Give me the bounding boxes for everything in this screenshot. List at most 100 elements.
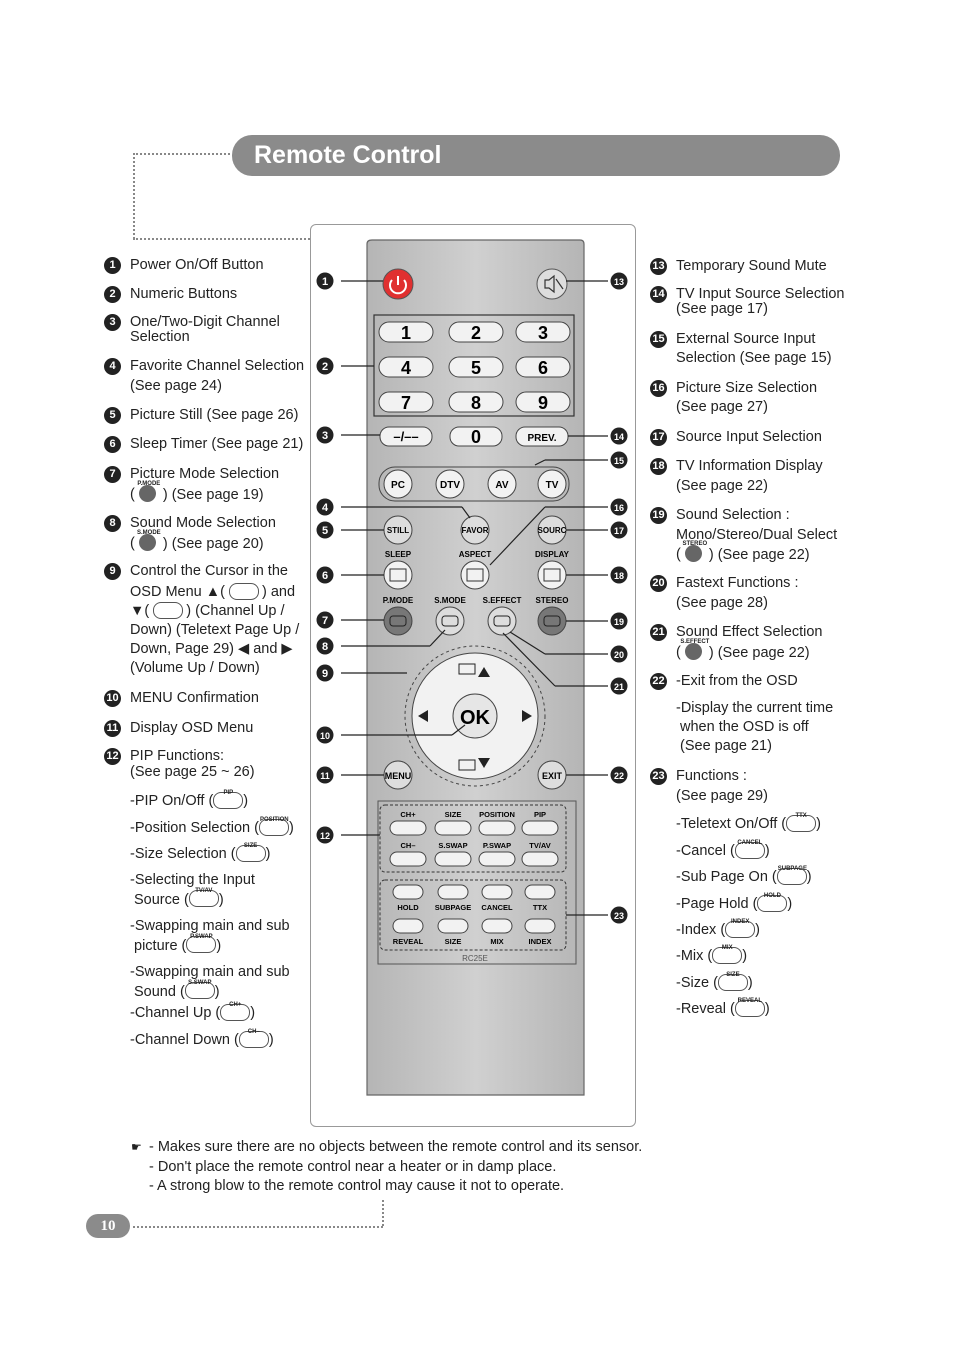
note-line: - A strong blow to the remote control ma… [149, 1178, 565, 1194]
button-caption: STEREO [536, 596, 569, 605]
number-badge: 7 [104, 466, 121, 483]
description-line: -Position Selection (POSITION) [130, 817, 294, 839]
mini-button-caption: TTX [795, 812, 807, 819]
description-line: ( S.EFFECT) (See page 22) [676, 639, 810, 663]
pip-button[interactable] [478, 851, 516, 867]
number-label: 3 [538, 323, 548, 343]
description-text: -Swapping main and sub [130, 964, 290, 980]
source-tv-button[interactable] [537, 469, 567, 499]
description-text: ) (Channel Up / [186, 603, 285, 619]
description-text: ) [742, 948, 748, 964]
callout-label: 2 [322, 361, 328, 373]
callout-label: 17 [614, 526, 624, 536]
pip-caption: CH+ [400, 810, 416, 819]
description-text: ) [806, 869, 812, 885]
callout-label: 1 [322, 276, 328, 288]
source-av-button[interactable] [487, 469, 517, 499]
description-text: External Source Input [676, 331, 816, 347]
teletext-button[interactable] [481, 884, 513, 900]
description-text: (See page 21) [680, 738, 772, 754]
mini-button-caption: REVEAL [737, 997, 762, 1004]
teletext-button[interactable] [437, 918, 469, 934]
title-bar: Remote Control [232, 135, 840, 176]
number-badge: 23 [650, 768, 667, 785]
number-button-1 [378, 321, 434, 343]
description-text: -Swapping main and sub [130, 918, 290, 934]
note-line: - Don't place the remote control near a … [149, 1158, 557, 1175]
callout-label: 19 [614, 617, 624, 627]
description-text: ) [787, 896, 793, 912]
number-button-8 [448, 391, 504, 413]
description-text: ) [214, 983, 220, 1000]
mini-button-icon: P.SWAP [186, 934, 217, 954]
description-text: ) and [261, 584, 296, 600]
number-label: 6 [538, 358, 548, 378]
description-text: TV Information Display [676, 458, 823, 474]
teletext-button[interactable] [524, 884, 556, 900]
callout-number [610, 498, 628, 516]
source-pc-button[interactable] [383, 469, 413, 499]
stereo-button[interactable] [537, 606, 567, 636]
mini-button-icon [153, 601, 184, 619]
pip-button[interactable] [389, 820, 427, 836]
teletext-button[interactable] [524, 918, 556, 934]
round-button-glyph [684, 544, 702, 562]
sleep-button[interactable] [383, 560, 413, 590]
pip-caption: P.SWAP [483, 841, 511, 850]
s-mode-button[interactable] [435, 606, 465, 636]
description-text: -Position Selection ( [130, 820, 259, 836]
source-label: TV [546, 480, 559, 491]
display-button[interactable] [537, 560, 567, 590]
teletext-caption: MIX [490, 937, 503, 946]
callout-number [610, 272, 628, 290]
pip-caption: SIZE [445, 810, 462, 819]
mini-button-icon: HOLD [757, 893, 788, 912]
round-button-glyph [138, 533, 156, 551]
teletext-group [379, 879, 567, 951]
description-text: (See page 22) [676, 478, 768, 494]
callout-number [316, 426, 334, 444]
pip-button[interactable] [478, 820, 516, 836]
teletext-button[interactable] [437, 884, 469, 900]
callout-label: 22 [614, 771, 624, 781]
dpad-ring [404, 645, 546, 787]
pip-caption: CH– [400, 841, 415, 850]
mini-button-caption: SUBPAGE [777, 865, 807, 872]
page-title: Remote Control [254, 141, 442, 169]
round-button-icon: STEREO [683, 541, 707, 565]
p-mode-button[interactable] [383, 606, 413, 636]
prev-label: PREV. [527, 433, 556, 444]
mini-button-caption: CH+ [229, 1001, 242, 1008]
number-badge: 8 [104, 515, 121, 532]
mini-button-icon: SUBPAGE [776, 866, 807, 885]
s-effect-button[interactable] [487, 606, 517, 636]
aspect-button[interactable] [460, 560, 490, 590]
teletext-button[interactable] [392, 884, 424, 900]
mini-button-icon: TTX [786, 813, 817, 832]
description-text: Picture Mode Selection [130, 466, 280, 482]
description-text: ) [268, 1032, 274, 1048]
description-line: -Teletext On/Off (TTX) [676, 813, 821, 835]
description-text: ) [755, 922, 761, 938]
callout-label: 11 [320, 771, 330, 781]
pip-button[interactable] [434, 820, 472, 836]
dotted-guide [382, 1200, 384, 1226]
teletext-button[interactable] [481, 918, 513, 934]
pip-button[interactable] [521, 851, 559, 867]
pip-caption: S.SWAP [438, 841, 467, 850]
description-text: -Channel Down ( [130, 1032, 239, 1048]
teletext-button[interactable] [392, 918, 424, 934]
callout-label: 9 [322, 668, 328, 680]
number-badge: 12 [104, 748, 121, 765]
pip-button[interactable] [434, 851, 472, 867]
description-line: ( STEREO) (See page 22) [676, 541, 810, 565]
description-line: ▼( ) (Channel Up / [130, 601, 285, 619]
description-text: -Size Selection ( [130, 846, 236, 862]
favor-button[interactable] [460, 515, 490, 545]
source-dtv-button[interactable] [435, 469, 465, 499]
number-button-2 [448, 321, 504, 343]
number-badge: 11 [104, 720, 121, 737]
pip-button[interactable] [389, 851, 427, 867]
pip-button[interactable] [521, 820, 559, 836]
description-text: Sound Effect Selection [676, 624, 823, 640]
